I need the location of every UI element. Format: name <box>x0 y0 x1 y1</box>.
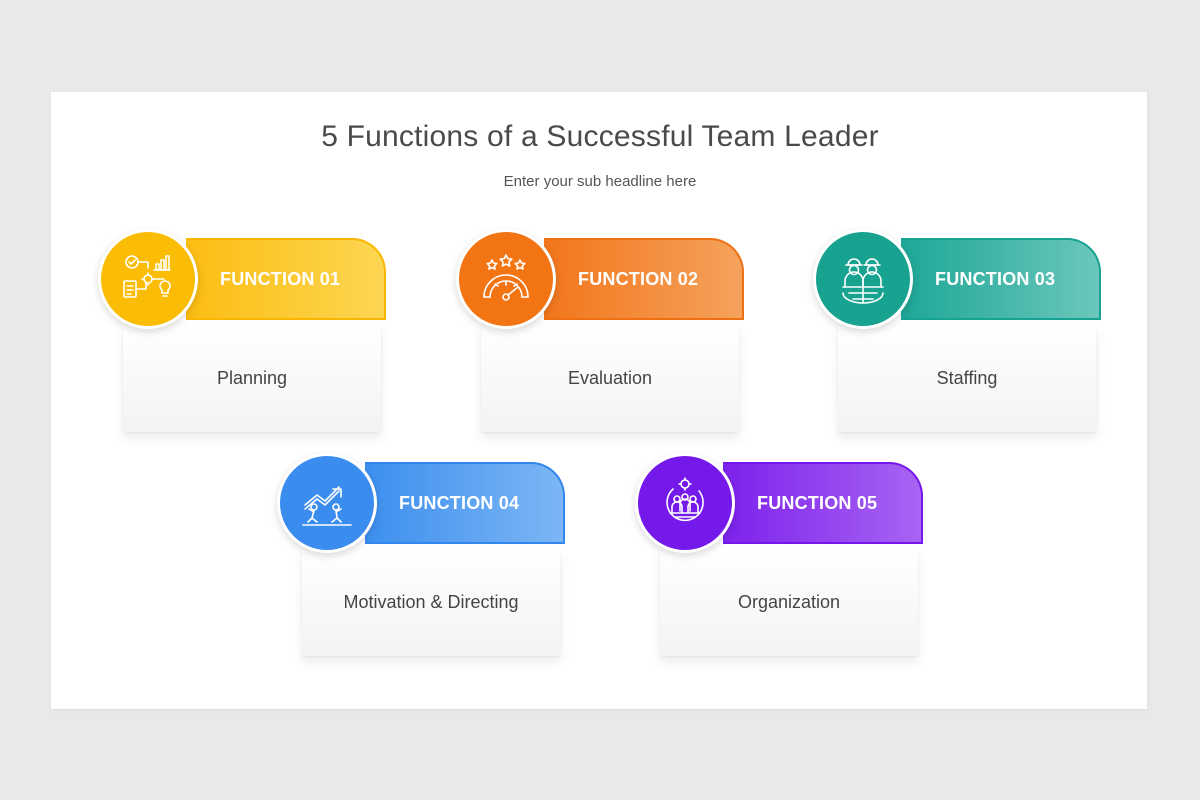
function-label-04: FUNCTION 04 <box>399 493 520 513</box>
function-body-04: Motivation & Directing <box>302 550 560 656</box>
function-label-05: FUNCTION 05 <box>757 493 878 513</box>
function-body-03: Staffing <box>838 326 1096 432</box>
slide-subtitle: Enter your sub headline here <box>503 173 697 190</box>
function-body-01: Planning <box>123 326 381 432</box>
growth-people-icon <box>277 453 377 553</box>
function-label-03: FUNCTION 03 <box>935 269 1056 289</box>
team-organization-icon <box>635 453 735 553</box>
function-text-02: Evaluation <box>567 368 653 388</box>
function-banner-05: FUNCTION 05 <box>723 462 923 544</box>
function-card-05: Organization FUNCTION 05 <box>635 453 925 662</box>
function-label-02: FUNCTION 02 <box>578 269 699 289</box>
function-text-01: Planning <box>216 368 288 388</box>
function-banner-01: FUNCTION 01 <box>186 238 386 320</box>
workers-icon <box>813 229 913 329</box>
function-text-04: Motivation & Directing <box>343 592 519 612</box>
function-card-04: Motivation & Directing FUNCTION 04 <box>277 453 567 662</box>
function-body-02: Evaluation <box>481 326 739 432</box>
function-body-05: Organization <box>660 550 918 656</box>
function-banner-02: FUNCTION 02 <box>544 238 744 320</box>
function-label-01: FUNCTION 01 <box>220 269 341 289</box>
function-text-03: Staffing <box>936 368 998 388</box>
function-card-02: Evaluation FUNCTION 02 <box>456 229 746 438</box>
function-banner-04: FUNCTION 04 <box>365 462 565 544</box>
gauge-rating-icon <box>456 229 556 329</box>
planning-icon <box>98 229 198 329</box>
function-card-03: Staffing FUNCTION 03 <box>813 229 1103 438</box>
function-card-01: Planning FUNCTION 01 <box>98 229 388 438</box>
slide-title: 5 Functions of a Successful Team Leader <box>321 120 879 153</box>
function-text-05: Organization <box>737 592 841 612</box>
function-banner-03: FUNCTION 03 <box>901 238 1101 320</box>
